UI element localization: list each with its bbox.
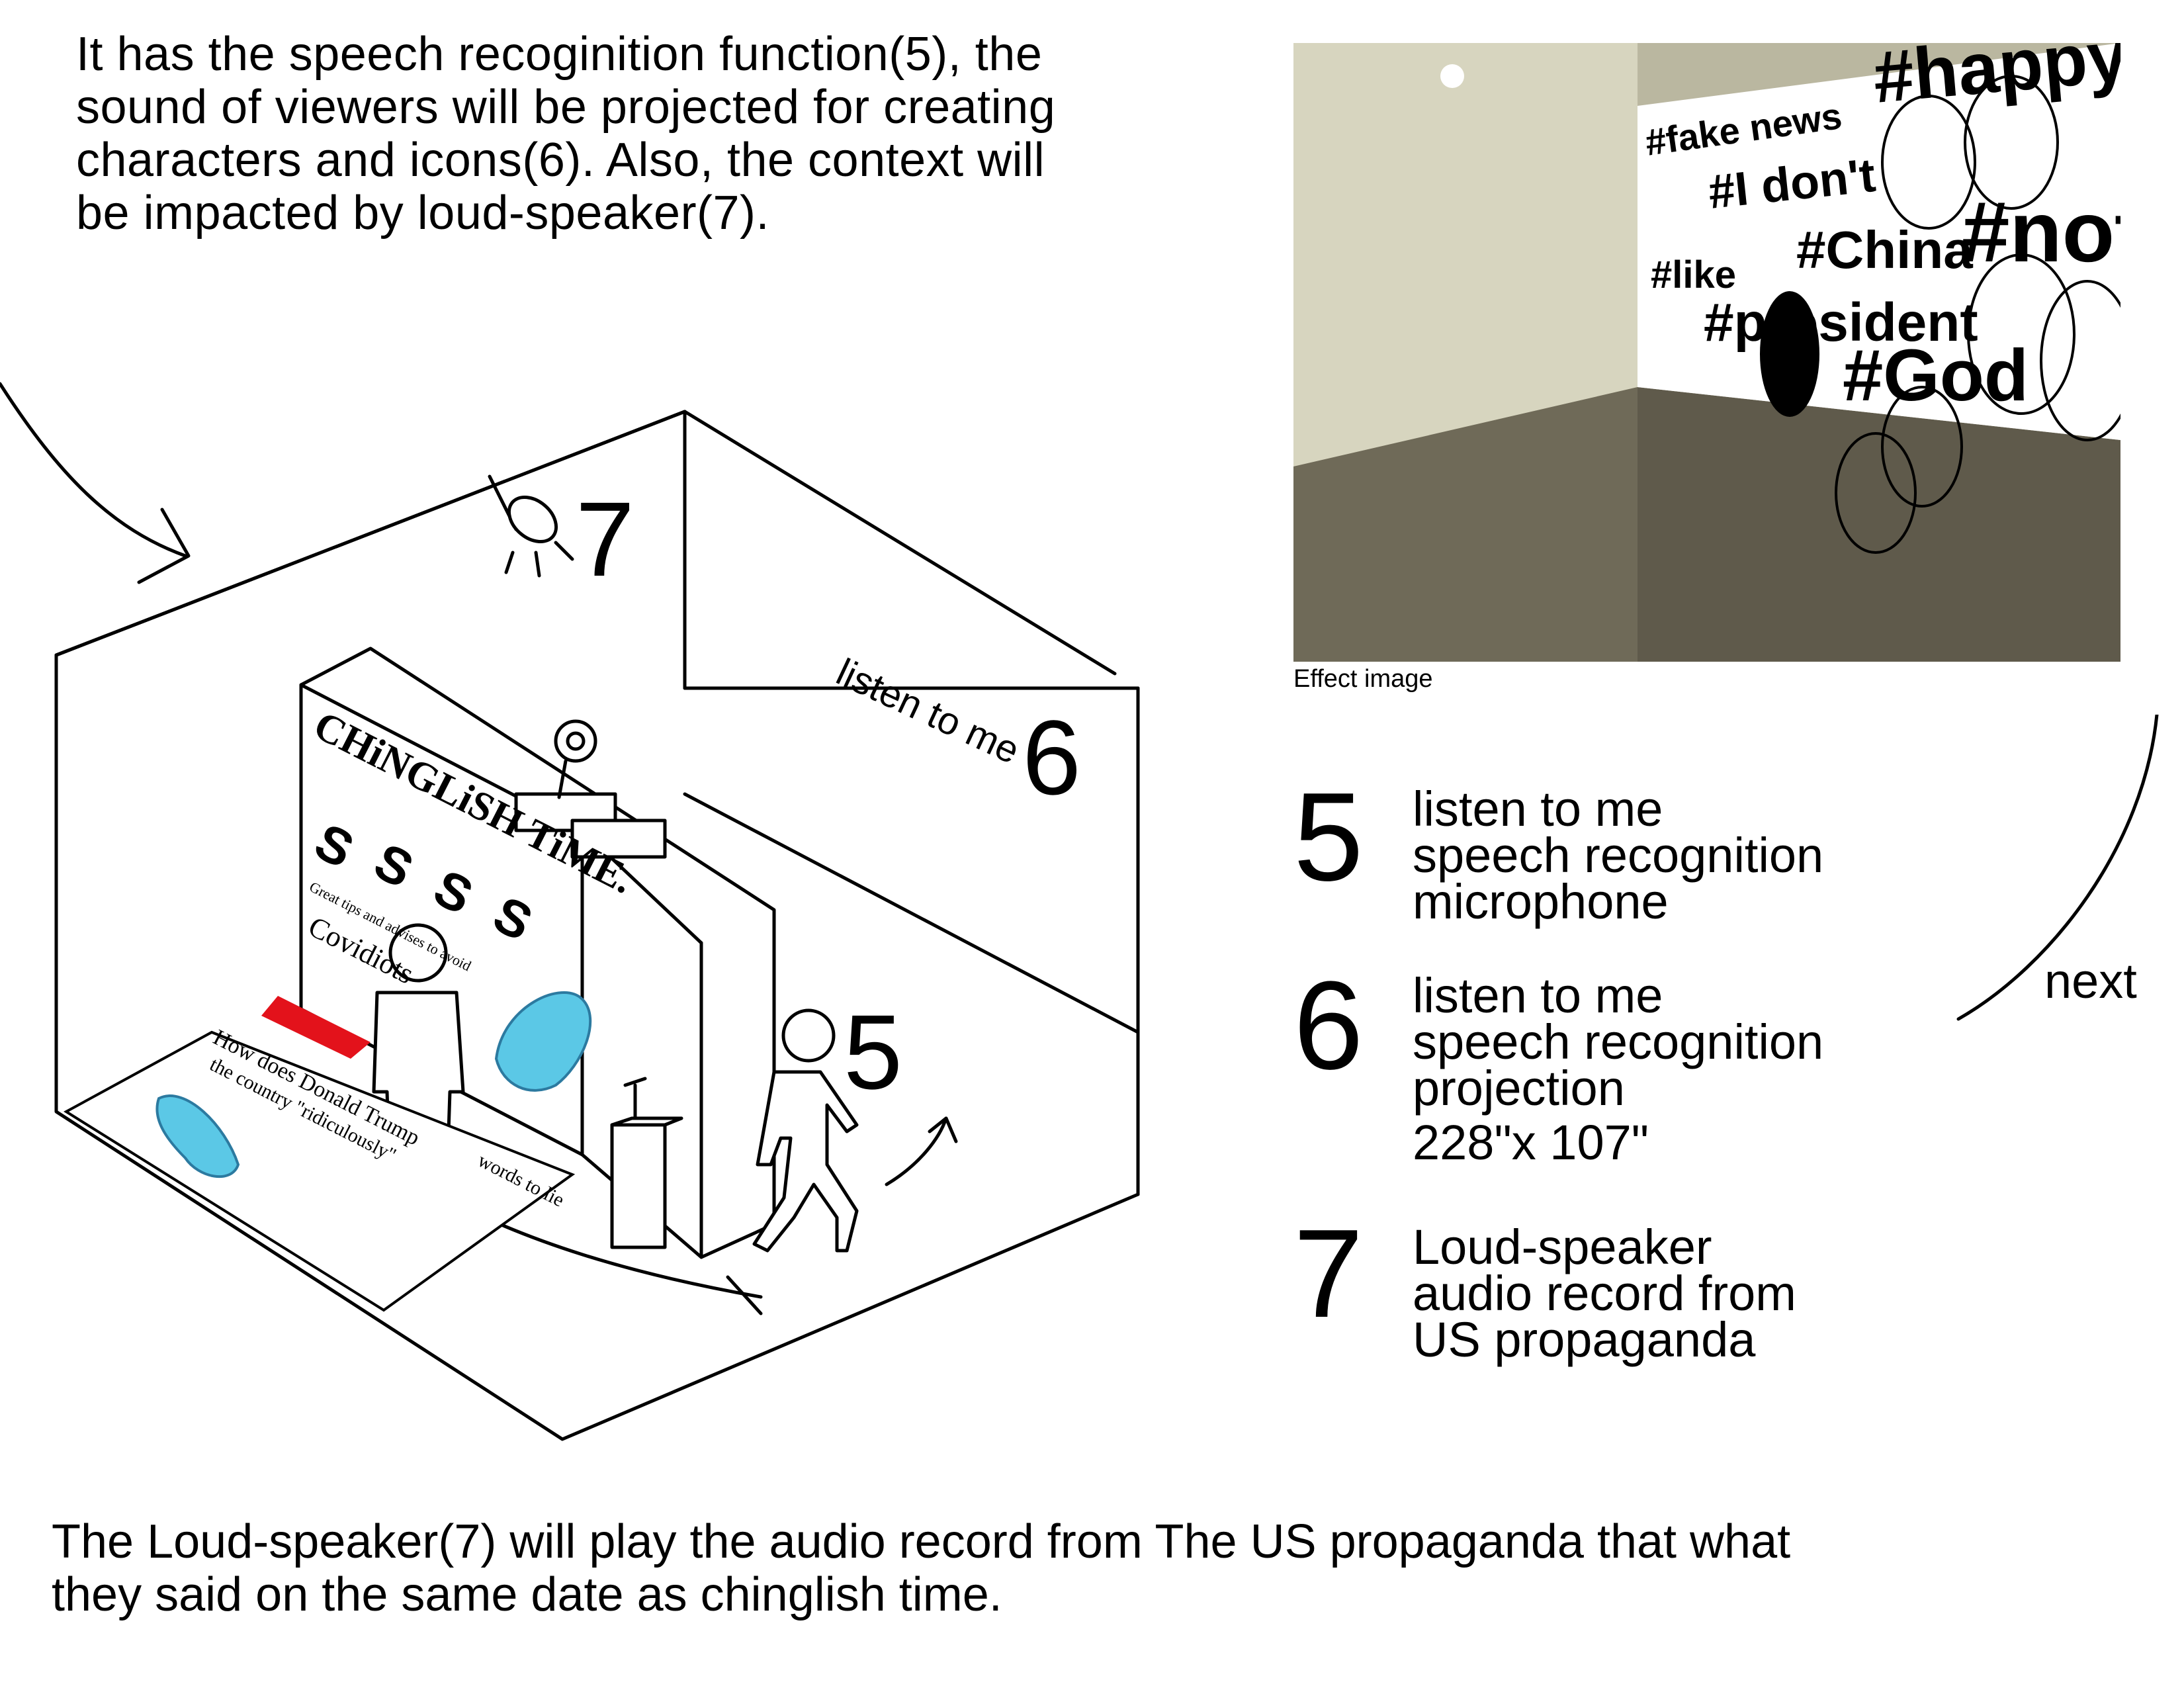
legend-number: 7 <box>1293 1204 1364 1344</box>
intro-line: characters and icons(6). Also, the conte… <box>76 134 1045 187</box>
projected-wall <box>1638 43 2120 440</box>
label-6: 6 <box>1022 698 1081 817</box>
outro-line: The Loud-speaker(7) will play the audio … <box>52 1515 1791 1568</box>
intro-line: It has the speech recoginition function(… <box>76 28 1043 81</box>
intro-paragraph: It has the speech recoginition function(… <box>76 28 1267 240</box>
photo-tag: #like <box>1651 253 1736 296</box>
return-arrow <box>885 1116 948 1186</box>
entry-arrow <box>0 382 187 558</box>
photo-tag: #God <box>1843 335 2029 416</box>
legend-line: US propaganda <box>1413 1312 1756 1367</box>
black-face-icon <box>1760 291 1819 417</box>
legend-line: audio record from <box>1413 1266 1796 1321</box>
walking-figure <box>752 1008 859 1253</box>
glove-icon <box>494 991 592 1092</box>
legend-item-6: listen to me speech recognition projecti… <box>1413 968 1824 1170</box>
legend-item-7: Loud-speaker audio record from US propag… <box>1413 1220 1796 1367</box>
legend-line: speech recognition <box>1413 1014 1824 1069</box>
intro-line: be impacted by loud-speaker(7). <box>76 187 770 240</box>
legend-number: 6 <box>1293 955 1364 1096</box>
loud-speaker <box>488 474 574 578</box>
wall-projection-text: listen to me <box>830 650 1026 772</box>
legend-line: Loud-speaker <box>1413 1220 1712 1274</box>
red-floor-mat <box>261 996 371 1059</box>
glove-icon <box>155 1094 240 1178</box>
legend-line: speech recognition <box>1413 828 1824 883</box>
intro-line: sound of viewers will be projected for c… <box>76 81 1056 134</box>
outro-paragraph: The Loud-speaker(7) will play the audio … <box>52 1515 2136 1621</box>
label-7: 7 <box>576 480 634 598</box>
legend-line: microphone <box>1413 874 1669 929</box>
next-link[interactable]: next <box>2044 954 2137 1008</box>
legend-line: listen to me <box>1413 781 1663 836</box>
room-diagram: CHiNGLiSH TiME. Great tips and advises t… <box>0 382 1140 1441</box>
legend-line: 228"x 107" <box>1413 1115 1649 1170</box>
next-arrow-curve[interactable] <box>1945 715 2183 1032</box>
photo-caption: Effect image <box>1293 665 1433 693</box>
effect-image: #fake news #I don't #China #not #like #p… <box>1293 43 2120 662</box>
legend-line: listen to me <box>1413 968 1663 1023</box>
microphone-stand <box>610 1123 667 1249</box>
legend-item-5: listen to me speech recognition micropho… <box>1413 781 1824 929</box>
photo-tag: #China <box>1796 220 1973 279</box>
photo-tag: #president <box>1704 292 1978 353</box>
outro-line: they said on the same date as chinglish … <box>52 1568 1002 1621</box>
legend-number: 5 <box>1293 767 1364 907</box>
label-5: 5 <box>844 993 902 1111</box>
projector <box>514 792 617 832</box>
webcam <box>554 719 597 763</box>
floor-newspaper <box>64 1030 576 1312</box>
legend-line: projection <box>1413 1061 1625 1116</box>
